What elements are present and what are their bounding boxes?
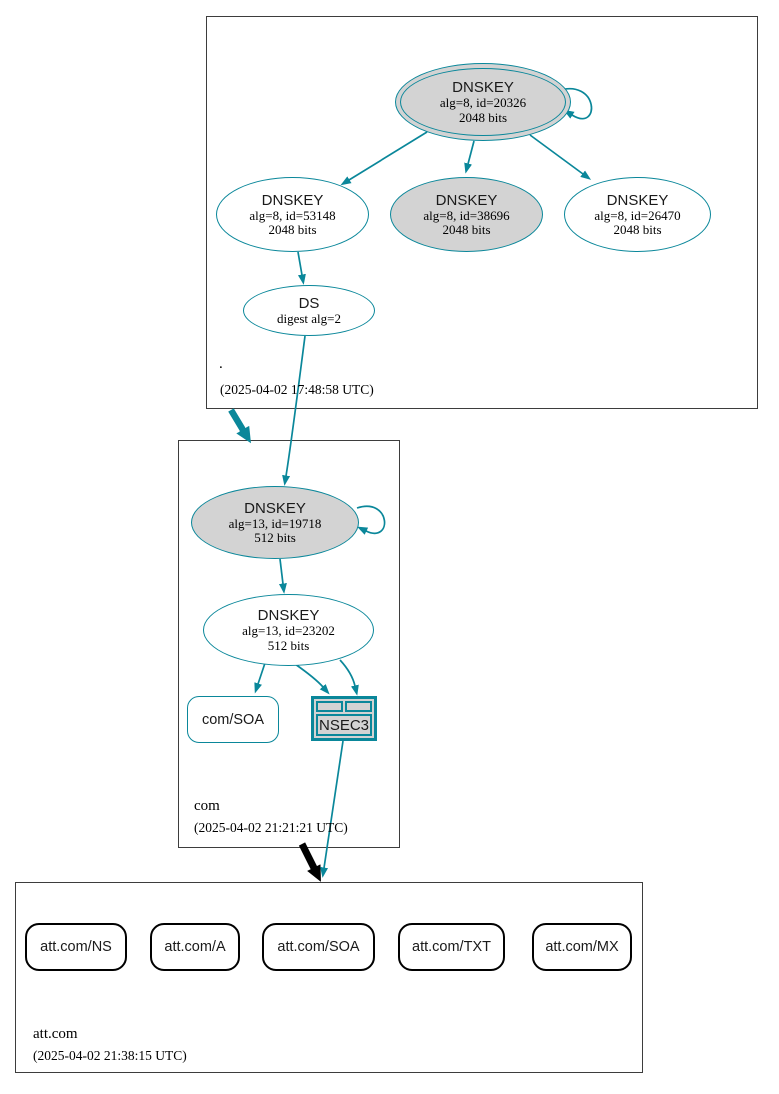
edge-com-ksk-selfloop: [356, 505, 386, 535]
edge-com-zsk-to-nsec3-1: [294, 663, 330, 695]
node-root-zsk-38696-bits: 2048 bits: [442, 222, 491, 237]
node-att-com-soa[interactable]: att.com/SOA: [262, 923, 375, 971]
node-root-zsk-53148-alg-id: alg=8, id=53148: [249, 207, 336, 223]
zone-timestamp-com: (2025-04-02 21:21:21 UTC): [194, 820, 348, 835]
zone-label-com: com: [194, 798, 220, 814]
node-att-com-mx-label: att.com/MX: [545, 939, 619, 955]
node-com-zsk[interactable]: DNSKEY alg=13, id=23202 512 bits: [203, 594, 374, 666]
node-root-ksk-inner: DNSKEY alg=8, id=20326 2048 bits: [400, 68, 566, 136]
zone-timestamp-att-com: (2025-04-02 21:38:15 UTC): [33, 1048, 187, 1063]
node-com-soa[interactable]: com/SOA: [187, 696, 279, 743]
edge-root-ksk-selfloop: [556, 88, 593, 120]
nsec3-header-row: [316, 701, 372, 712]
zone-box-root: [206, 16, 758, 409]
node-root-ds-digest: digest alg=2: [276, 310, 342, 326]
node-root-zsk-38696-alg-id: alg=8, id=38696: [423, 207, 510, 223]
nsec3-cell-right: [345, 701, 372, 712]
node-com-zsk-type: DNSKEY: [257, 607, 320, 624]
edge-com-ksk-to-com-zsk: [278, 558, 287, 594]
node-root-zsk-53148[interactable]: DNSKEY alg=8, id=53148 2048 bits: [216, 177, 369, 252]
node-com-ksk-alg-id: alg=13, id=19718: [228, 515, 322, 531]
node-root-zsk-26470-alg-id: alg=8, id=26470: [594, 207, 681, 223]
node-root-ksk[interactable]: DNSKEY alg=8, id=20326 2048 bits: [395, 63, 571, 141]
edge-root-ksk-to-zsk-38696: [464, 140, 475, 174]
node-att-com-mx[interactable]: att.com/MX: [532, 923, 632, 971]
node-att-com-a[interactable]: att.com/A: [150, 923, 240, 971]
node-att-com-txt[interactable]: att.com/TXT: [398, 923, 505, 971]
node-att-com-soa-label: att.com/SOA: [277, 939, 360, 955]
node-com-zsk-alg-id: alg=13, id=23202: [242, 623, 335, 638]
node-com-zsk-bits: 512 bits: [267, 637, 310, 653]
node-root-zsk-53148-type: DNSKEY: [261, 191, 324, 209]
node-root-ds[interactable]: DS digest alg=2: [243, 285, 375, 336]
node-root-zsk-26470-bits: 2048 bits: [613, 222, 662, 237]
node-root-zsk-26470[interactable]: DNSKEY alg=8, id=26470 2048 bits: [564, 177, 711, 252]
edge-zsk-53148-to-ds: [297, 251, 306, 285]
node-root-ksk-type: DNSKEY: [452, 79, 514, 96]
node-att-com-txt-label: att.com/TXT: [412, 939, 491, 955]
nsec3-cell-left: [316, 701, 343, 712]
node-root-ksk-alg-id: alg=8, id=20326: [439, 95, 527, 110]
node-root-zsk-53148-bits: 2048 bits: [268, 222, 317, 237]
edge-nsec3-to-att-com: [320, 740, 344, 878]
edge-ds-to-com-ksk: [282, 335, 306, 486]
node-root-ds-type: DS: [298, 294, 320, 312]
zone-box-att-com: [15, 882, 643, 1073]
edge-root-ksk-to-zsk-26470: [529, 134, 592, 180]
node-att-com-ns-label: att.com/NS: [40, 939, 112, 955]
node-att-com-ns[interactable]: att.com/NS: [25, 923, 127, 971]
node-com-nsec3[interactable]: NSEC3: [311, 696, 377, 741]
zone-label-root: .: [219, 356, 223, 372]
edge-com-zsk-to-com-soa: [254, 662, 266, 694]
zone-label-att-com: att.com: [33, 1026, 78, 1042]
zone-timestamp-root: (2025-04-02 17:48:58 UTC): [220, 382, 374, 397]
edge-root-ksk-to-zsk-53148: [340, 131, 428, 186]
node-att-com-a-label: att.com/A: [164, 939, 226, 955]
node-com-ksk-bits: 512 bits: [254, 530, 296, 545]
node-root-ksk-bits: 2048 bits: [458, 109, 508, 125]
node-com-nsec3-label: NSEC3: [316, 714, 372, 736]
node-com-ksk-type: DNSKEY: [244, 499, 306, 517]
edge-com-to-att-delegation-insecure: [298, 842, 321, 882]
edge-root-to-com-delegation: [228, 408, 251, 444]
node-com-soa-label: com/SOA: [201, 711, 265, 728]
edge-com-zsk-to-nsec3-2: [339, 659, 359, 696]
node-root-zsk-38696-type: DNSKEY: [435, 191, 498, 209]
node-root-zsk-38696[interactable]: DNSKEY alg=8, id=38696 2048 bits: [390, 177, 543, 252]
zone-box-com: [178, 440, 400, 848]
node-root-zsk-26470-type: DNSKEY: [606, 191, 669, 209]
node-com-ksk[interactable]: DNSKEY alg=13, id=19718 512 bits: [191, 486, 359, 559]
